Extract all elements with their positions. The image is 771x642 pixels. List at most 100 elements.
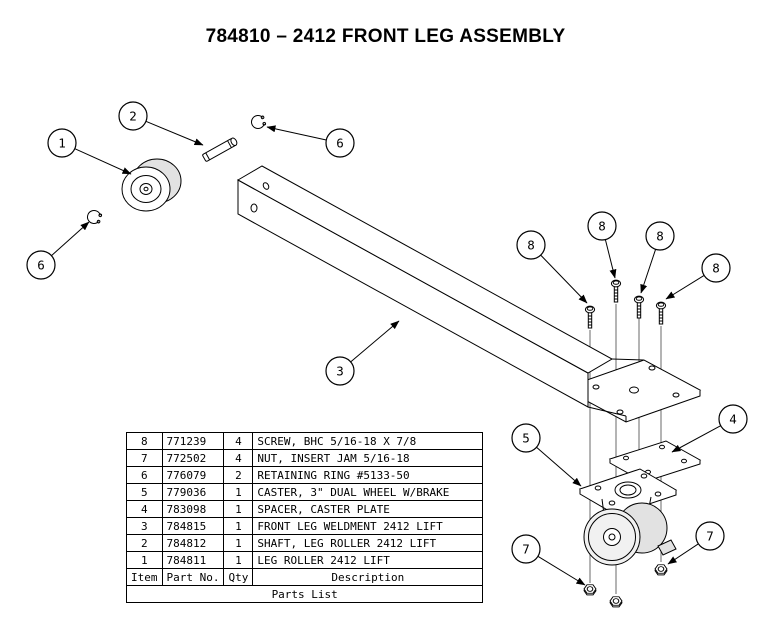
balloon-number: 6: [37, 258, 45, 273]
cell-qty: 1: [223, 517, 254, 535]
balloon-number: 5: [522, 431, 530, 446]
leader-lines: [51, 120, 721, 586]
header-item: Item: [126, 568, 163, 586]
cell-description: RETAINING RING #5133-50: [252, 466, 484, 484]
parts-row: 4 783098 1 SPACER, CASTER PLATE: [126, 500, 484, 518]
balloon-item-5: 5: [511, 423, 541, 453]
nut-2: [609, 596, 623, 608]
cell-part-no: 783098: [161, 500, 225, 518]
balloon-item-1: 1: [47, 128, 77, 158]
retaining-ring-top: [251, 115, 267, 129]
parts-row: 3 784815 1 FRONT LEG WELDMENT 2412 LIFT: [126, 517, 484, 535]
leg-roller: [121, 158, 182, 212]
balloon-item-7-right: 7: [695, 521, 725, 551]
cell-item: 5: [126, 483, 163, 501]
cell-item: 3: [126, 517, 163, 535]
header-part-no: Part No.: [161, 568, 225, 586]
balloon-item-3: 3: [325, 356, 355, 386]
parts-row: 1 784811 1 LEG ROLLER 2412 LIFT: [126, 551, 484, 569]
cell-item: 2: [126, 534, 163, 552]
parts-row: 6 776079 2 RETAINING RING #5133-50: [126, 466, 484, 484]
cell-item: 1: [126, 551, 163, 569]
retaining-ring-left: [87, 210, 103, 224]
nut-3: [654, 564, 668, 576]
cell-description: SPACER, CASTER PLATE: [252, 500, 484, 518]
cell-item: 8: [126, 432, 163, 450]
screw-1: [584, 305, 596, 329]
cell-description: LEG ROLLER 2412 LIFT: [252, 551, 484, 569]
balloon-number: 7: [706, 529, 714, 544]
cell-description: FRONT LEG WELDMENT 2412 LIFT: [252, 517, 484, 535]
cell-description: CASTER, 3" DUAL WHEEL W/BRAKE: [252, 483, 484, 501]
cell-qty: 2: [223, 466, 254, 484]
balloon-number: 7: [522, 542, 530, 557]
balloon-item-8-a: 8: [516, 230, 546, 260]
balloon-circle: [118, 101, 148, 131]
drawing-title: 784810 – 2412 FRONT LEG ASSEMBLY: [205, 26, 566, 47]
balloon-circle: [695, 521, 725, 551]
balloon-item-8-d: 8: [701, 253, 731, 283]
parts-footer-row: Parts List: [125, 585, 484, 603]
cell-qty: 1: [223, 500, 254, 518]
balloon-number: 3: [336, 364, 344, 379]
cell-item: 7: [126, 449, 163, 467]
balloon-circle: [587, 211, 617, 241]
cell-part-no: 771239: [161, 432, 225, 450]
parts-row: 5 779036 1 CASTER, 3" DUAL WHEEL W/BRAKE: [126, 483, 484, 501]
caster: [578, 468, 678, 566]
cell-description: NUT, INSERT JAM 5/16-18: [252, 449, 484, 467]
balloon-circle: [511, 423, 541, 453]
balloon-number: 4: [729, 412, 737, 427]
balloon-number: 8: [712, 261, 720, 276]
balloon-circle: [325, 128, 355, 158]
balloon-circle: [26, 250, 56, 280]
balloon-number: 8: [598, 219, 606, 234]
balloon-circle: [701, 253, 731, 283]
cell-part-no: 779036: [161, 483, 225, 501]
screw-4: [655, 301, 667, 325]
parts-row: 7 772502 4 NUT, INSERT JAM 5/16-18: [126, 449, 484, 467]
cell-qty: 4: [223, 432, 254, 450]
cell-part-no: 776079: [161, 466, 225, 484]
balloon-number: 6: [336, 136, 344, 151]
cell-part-no: 784812: [161, 534, 225, 552]
balloon-circle: [511, 534, 541, 564]
cell-part-no: 784811: [161, 551, 225, 569]
screw-2: [610, 279, 622, 303]
cell-qty: 4: [223, 449, 254, 467]
balloon-circle: [325, 356, 355, 386]
cell-description: SHAFT, LEG ROLLER 2412 LIFT: [252, 534, 484, 552]
balloon-item-6-top: 6: [325, 128, 355, 158]
balloon-number: 2: [129, 109, 137, 124]
balloon-number: 8: [527, 238, 535, 253]
balloon-item-4: 4: [718, 404, 748, 434]
parts-list-caption: Parts List: [125, 585, 484, 603]
cell-part-no: 772502: [161, 449, 225, 467]
front-leg-weldment: [236, 165, 702, 423]
balloon-item-8-b: 8: [587, 211, 617, 241]
cell-description: SCREW, BHC 5/16-18 X 7/8: [252, 432, 484, 450]
balloon-circle: [516, 230, 546, 260]
cell-part-no: 784815: [161, 517, 225, 535]
balloon-item-6-left: 6: [26, 250, 56, 280]
parts-header-row: Item Part No. Qty Description: [126, 568, 484, 586]
header-description: Description: [252, 568, 484, 586]
parts-row: 2 784812 1 SHAFT, LEG ROLLER 2412 LIFT: [126, 534, 484, 552]
cell-qty: 1: [223, 483, 254, 501]
header-qty: Qty: [223, 568, 254, 586]
balloon-number: 8: [656, 229, 664, 244]
balloon-circle: [718, 404, 748, 434]
cell-item: 4: [126, 500, 163, 518]
balloon-item-8-c: 8: [645, 221, 675, 251]
cell-qty: 1: [223, 551, 254, 569]
screw-3: [633, 295, 645, 319]
nut-1: [583, 584, 597, 596]
cell-qty: 1: [223, 534, 254, 552]
balloon-circle: [47, 128, 77, 158]
balloon-item-7-left: 7: [511, 534, 541, 564]
cell-item: 6: [126, 466, 163, 484]
balloon-circle: [645, 221, 675, 251]
balloon-number: 1: [58, 136, 66, 151]
